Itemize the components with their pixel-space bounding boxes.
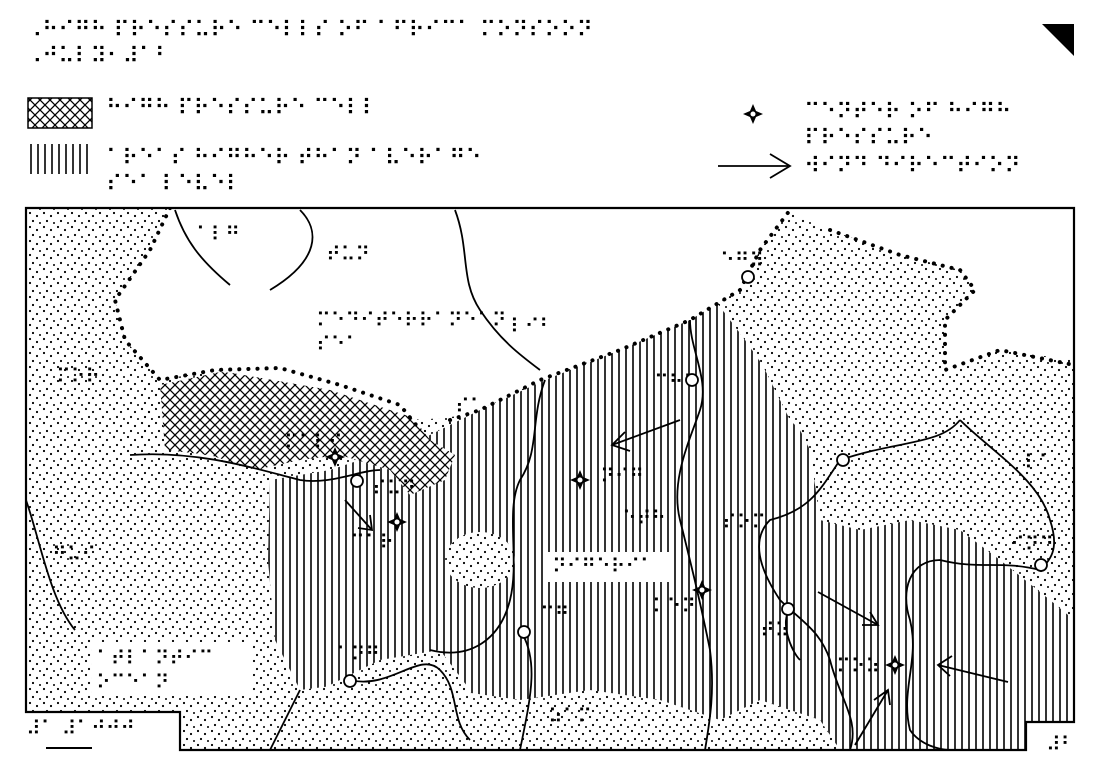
map-label: ⠍⠁⠇⠊ [284,430,343,454]
map-label: ⠞⠥⠝ [326,242,370,266]
map-label: ⠛⠥⠊ [52,542,96,566]
orientation-corner-mark [1042,24,1074,56]
map-frame [24,206,1076,752]
legend-arrow-label: ⠺⠊⠝⠙ ⠙⠊⠗⠑⠉⠞⠊⠕⠝ [804,154,1021,179]
legend-arrow-icon [718,153,792,179]
country-borders [26,209,1055,750]
map-label: ⠍⠕⠗ [56,364,100,388]
legend-vertical-lines-label-2: ⠎⠑⠁ ⠇⠑⠧⠑⠇ [106,172,242,197]
map-label-sea: ⠎⠑⠁ [316,332,360,356]
coastline [112,208,1074,432]
map-label: ⠎⠕⠍ [722,510,766,534]
land-west [26,208,170,500]
high-pressure-centers [325,447,905,675]
map-label: ⠁⠝⠛ [336,642,380,666]
map-label: ⠇⠁ [1024,450,1054,474]
map-label-sea-name: ⠍⠑⠙⠊⠞⠑⠗⠗⠁⠝⠑⠁⠝ [316,308,507,332]
legend-vertical-lines-label: ⠁⠗⠑⠁⠎ ⠓⠊⠛⠓⠑⠗ ⠞⠓⠁⠝ ⠁⠧⠑⠗⠁⠛⠑ [106,146,482,171]
map-label: ⠝⠊⠛ [600,464,644,488]
map-label: ⠝⠊⠛⠑⠗⠊⠁ [552,554,655,578]
map-label: ⠇⠊⠃ [510,314,554,338]
map-label: ⠑⠞⠓ [622,506,666,530]
legend-star-icon [743,104,763,124]
map-label: ⠑⠛⠽ [720,248,764,272]
legend-crosshatch-label: ⠓⠊⠛⠓ ⠏⠗⠑⠎⠎⠥⠗⠑ ⠉⠑⠇⠇ [106,96,378,121]
map-label: ⠉⠁⠗ [350,530,394,554]
map-label-ocean-name: ⠁⠞⠇⠁⠝⠞⠊⠉ [96,646,214,670]
africa-map [26,208,1074,750]
map-label: ⠊⠝⠙ [1010,532,1054,556]
map-title-line1: ⠠⠓⠊⠛⠓ ⠏⠗⠑⠎⠎⠥⠗⠑ ⠉⠑⠇⠇⠎ ⠕⠋ ⠁⠋⠗⠊⠉⠁ ⠍⠕⠝⠎⠕⠕⠝ [26,18,593,43]
map-label-ocean: ⠕⠉⠑⠁⠝ [96,670,170,694]
map-label: ⠁⠇⠛ [196,222,240,246]
map-label: ⠉⠓⠁ [654,370,698,394]
scale-label: ⠼⠁ ⠼⠁⠚⠚⠚ [26,716,135,740]
page-number: ⠼⠃ [1046,732,1076,756]
map-label: ⠅⠑⠝ [652,594,696,618]
label-backgrounds [92,308,672,696]
map-label: ⠞⠵ [760,618,790,642]
city-markers [343,270,1048,688]
map-label: ⠎⠥⠙ [372,476,416,500]
legend-star-label: ⠉⠑⠝⠞⠑⠗ ⠕⠋ ⠓⠊⠛⠓ [804,100,1012,125]
map-label: ⠵⠁⠍ [548,704,592,728]
wind-arrows [344,419,1009,746]
legend-crosshatch-swatch [27,97,93,129]
legend-vertical-lines-swatch [30,144,90,174]
map-title-line2: ⠠⠚⠥⠇⠽⠂⠼⠁⠃ [26,44,172,69]
map-label: ⠎⠁ [455,394,485,418]
map-label: ⠉⠛ [540,602,570,626]
map-label: ⠍⠕⠵ [836,654,880,678]
legend-star-label-2: ⠏⠗⠑⠎⠎⠥⠗⠑ [804,126,933,151]
